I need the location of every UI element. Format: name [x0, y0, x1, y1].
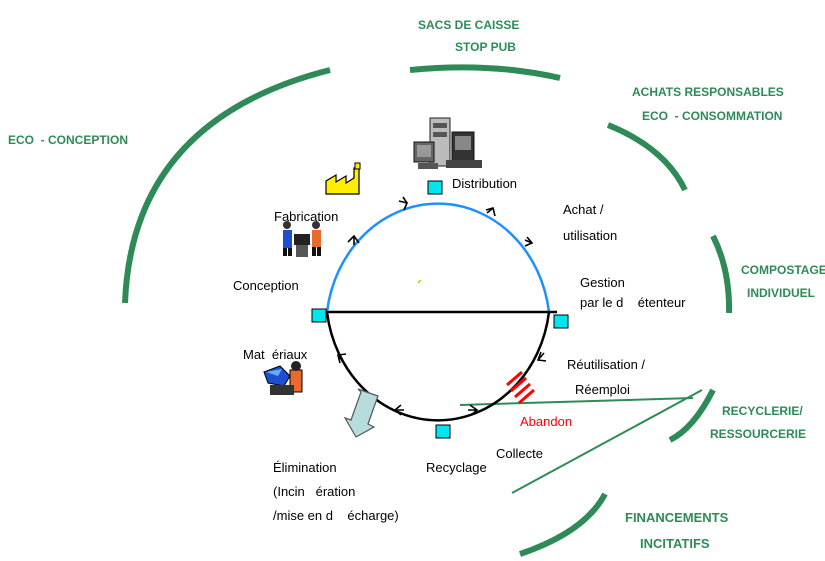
link-line-2 — [511, 389, 703, 494]
arrow-mark-5 — [536, 351, 547, 362]
label-individuel: INDIVIDUEL — [747, 286, 815, 300]
direction-arrows — [337, 196, 547, 416]
arrow-mark-2 — [485, 207, 496, 217]
label-financements: FINANCEMENTS — [625, 510, 729, 525]
label-decharge: /mise en d écharge) — [273, 508, 399, 523]
label-eco-conception: ECO - CONCEPTION — [8, 133, 128, 147]
label-detenteur: par le d étenteur — [580, 295, 686, 310]
label-gestion: Gestion — [580, 275, 625, 290]
arrow-mark-8 — [337, 353, 347, 364]
abandon-hatch-icon — [506, 370, 535, 405]
link-line-1 — [459, 397, 694, 406]
label-reutilisation: Réutilisation / — [567, 357, 645, 372]
label-conception: Conception — [233, 278, 299, 293]
raw-materials-icon — [263, 361, 303, 395]
node-collecte — [435, 424, 451, 439]
down-arrow-icon — [343, 388, 379, 438]
computer-equipment-icon — [413, 117, 482, 169]
arrow-mark-7 — [393, 404, 404, 416]
arc-eco-conception — [122, 67, 331, 304]
label-fabrication: Fabrication — [274, 209, 338, 224]
label-eco-consommation: ECO - CONSOMMATION — [642, 109, 782, 123]
label-reemploi: Réemploi — [575, 382, 630, 397]
center-mark — [417, 279, 422, 284]
label-collecte: Collecte — [496, 446, 543, 461]
label-stop-pub: STOP PUB — [455, 40, 516, 54]
arc-compostage — [710, 234, 733, 314]
label-achats-responsables: ACHATS RESPONSABLES — [632, 85, 784, 99]
node-gestion — [553, 314, 569, 329]
workers-icon — [283, 221, 321, 257]
label-recyclerie: RECYCLERIE/ — [722, 404, 803, 418]
node-conception — [311, 308, 327, 323]
label-sacs-caisse: SACS DE CAISSE — [418, 18, 519, 32]
arrow-mark-1 — [398, 196, 409, 211]
factory-icon — [325, 162, 361, 195]
nodes — [311, 180, 569, 439]
label-ressourcerie: RESSOURCERIE — [710, 427, 806, 441]
label-abandon: Abandon — [520, 414, 572, 429]
label-recyclage: Recyclage — [426, 460, 487, 475]
upper-blue-arc — [325, 202, 551, 313]
recyclerie-links — [459, 389, 703, 494]
label-distribution: Distribution — [452, 176, 517, 191]
arc-sacs-caisse — [409, 64, 561, 81]
label-incineration: (Incin ération — [273, 484, 355, 499]
arc-recyclerie — [668, 388, 716, 443]
label-utilisation: utilisation — [563, 228, 617, 243]
arc-achats-responsables — [606, 122, 688, 192]
arrow-mark-6 — [468, 404, 479, 416]
label-materiaux: Mat ériaux — [243, 347, 308, 362]
label-incitatifs: INCITATIFS — [640, 536, 710, 551]
outer-arcs — [122, 64, 733, 557]
node-distribution — [427, 180, 443, 195]
arrow-mark-4 — [347, 234, 360, 245]
label-elimination: Élimination — [273, 460, 337, 475]
label-achat: Achat / — [563, 202, 604, 217]
arc-financements — [519, 492, 608, 557]
arrow-mark-3 — [524, 236, 534, 247]
label-compostage: COMPOSTAGE — [741, 263, 825, 277]
